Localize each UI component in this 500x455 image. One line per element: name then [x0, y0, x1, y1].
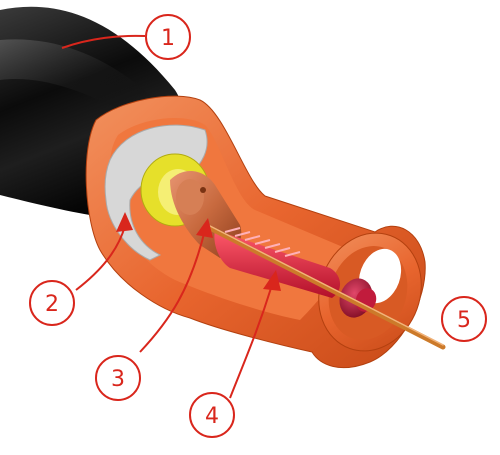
callout-circle-2 — [29, 280, 75, 326]
callout-label-3: 3 — [111, 367, 125, 392]
callout-label-4: 4 — [205, 404, 219, 429]
callout-label-5: 5 — [457, 308, 471, 333]
leader-line-4 — [229, 284, 273, 399]
arrowhead-3 — [196, 218, 213, 238]
callout-label-2: 2 — [45, 292, 59, 317]
callout-circle-3 — [95, 355, 141, 401]
center-conductor — [207, 225, 446, 350]
leader-line-1 — [61, 34, 146, 49]
callout-circle-1 — [145, 14, 191, 60]
arrowhead-4 — [263, 270, 281, 291]
callout-circle-5 — [441, 296, 487, 342]
leader-line-2 — [75, 225, 126, 291]
callout-label-1: 1 — [161, 26, 175, 51]
arrowhead-2 — [116, 212, 133, 232]
callout-circle-4 — [189, 392, 235, 438]
leader-line-3 — [139, 229, 206, 353]
